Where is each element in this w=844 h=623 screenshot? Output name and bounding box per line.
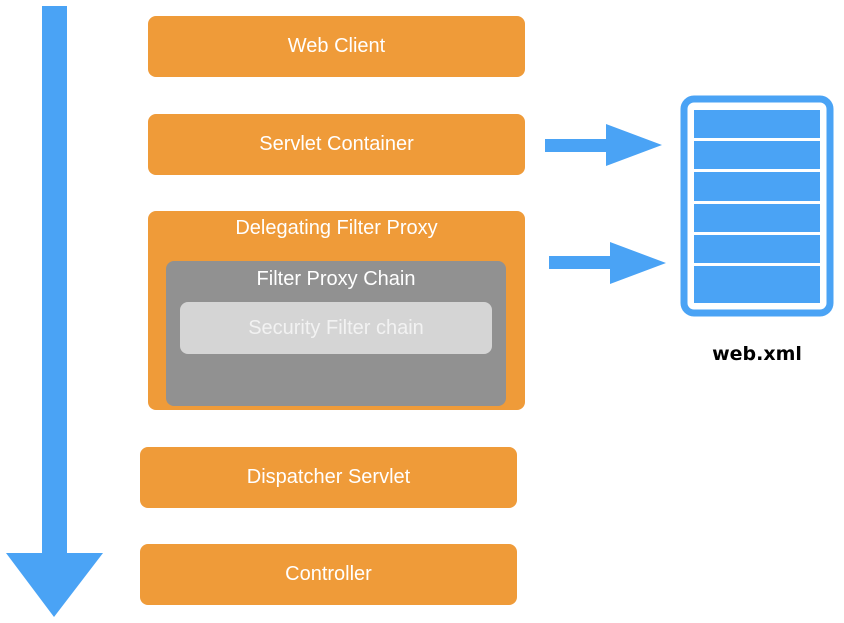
controller-box: Controller xyxy=(140,544,517,605)
web-xml-caption: web.xml xyxy=(712,343,802,365)
servlet-container-to-webxml-arrow xyxy=(545,124,662,166)
filter-proxy-chain-label: Filter Proxy Chain xyxy=(256,268,416,290)
dispatcher-servlet-label: Dispatcher Servlet xyxy=(246,466,411,488)
servlet-container-label: Servlet Container xyxy=(259,133,414,155)
delegating-filter-proxy-label: Delegating Filter Proxy xyxy=(235,217,438,239)
flow-down-arrow xyxy=(6,6,103,617)
security-filter-chain-label: Security Filter chain xyxy=(248,316,424,339)
dispatcher-servlet-box: Dispatcher Servlet xyxy=(140,447,517,508)
web-client-box: Web Client xyxy=(148,16,525,77)
security-filter-chain-box: Security Filter chain xyxy=(180,302,492,354)
delegating-filter-proxy-box: Delegating Filter Proxy Filter Proxy Cha… xyxy=(148,211,525,410)
filter-proxy-chain-box: Filter Proxy Chain Security Filter chain xyxy=(166,261,506,406)
web-client-label: Web Client xyxy=(287,35,386,57)
filter-proxy-to-webxml-arrow xyxy=(549,242,666,284)
servlet-container-box: Servlet Container xyxy=(148,114,525,175)
controller-label: Controller xyxy=(285,563,372,585)
web-xml-document-icon xyxy=(680,95,834,317)
